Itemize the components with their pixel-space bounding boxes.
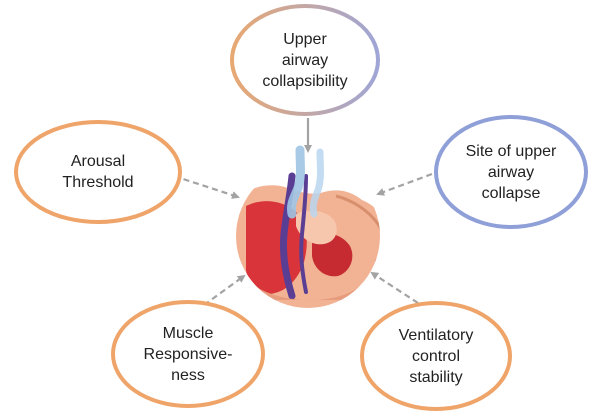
arrow-from-ventilatory-stability [372, 273, 418, 303]
arrow-from-site-of-collapse [378, 174, 432, 194]
node-label-line: Ventilatory [399, 325, 474, 346]
node-label-line: collapse [466, 183, 557, 204]
node-label-line: Site of upper [466, 141, 557, 162]
node-label-line: ness [144, 365, 233, 386]
node-label-line: control [399, 346, 474, 367]
node-label-line: Responsive- [144, 344, 233, 365]
node-label-line: Upper [262, 29, 347, 50]
arrow-from-arousal-threshold [174, 176, 238, 197]
node-label-line: Muscle [144, 323, 233, 344]
node-label-line: stability [399, 367, 474, 388]
arrow-from-muscle-responsiveness [204, 276, 244, 305]
node-label-line: airway [466, 162, 557, 183]
node-label-line: Arousal [62, 151, 133, 172]
node-label-line: airway [262, 50, 347, 71]
node-label-line: collapsibility [262, 71, 347, 92]
node-label-line: Threshold [62, 172, 133, 193]
head-airway-cross-section-icon [230, 150, 390, 320]
